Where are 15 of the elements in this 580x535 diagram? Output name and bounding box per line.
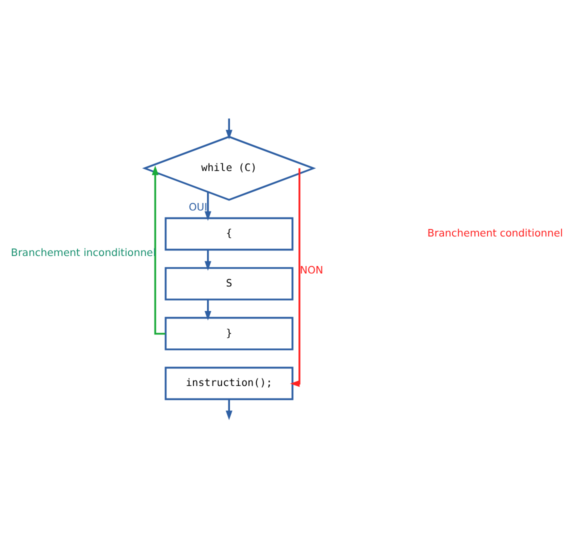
node-diamond: while (C) bbox=[142, 135, 316, 200]
node-box: S bbox=[164, 266, 294, 300]
arrow bbox=[152, 165, 166, 334]
node-box: } bbox=[164, 316, 294, 350]
label: Branchement conditionnel bbox=[427, 227, 563, 240]
edge-label: OUI bbox=[188, 200, 208, 213]
edge-label: NON bbox=[300, 264, 324, 276]
arrow bbox=[204, 192, 212, 220]
node-box: { bbox=[164, 216, 294, 250]
arrow bbox=[290, 168, 300, 386]
arrow bbox=[226, 398, 232, 420]
arrow bbox=[226, 118, 232, 139]
node-box: instruction(); bbox=[164, 366, 294, 400]
arrow bbox=[204, 299, 212, 320]
arrow bbox=[204, 249, 212, 270]
